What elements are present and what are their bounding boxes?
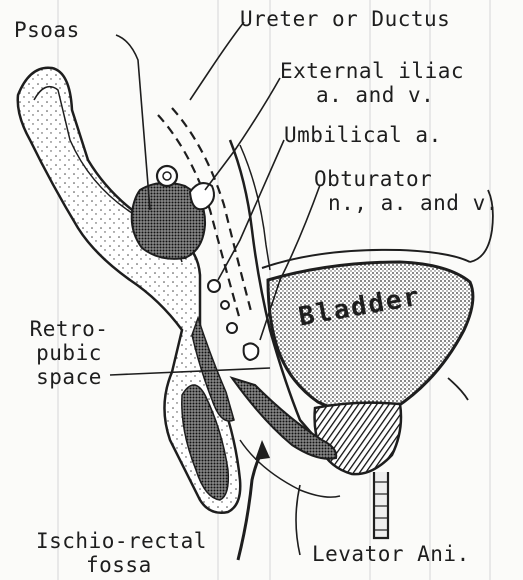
bladder-ligament-lower [448,378,468,400]
umbilical-artery [208,280,220,292]
label-levator-ani: Levator Ani. [312,543,470,565]
label-psoas: Psoas [14,19,80,41]
obturator-artery [227,323,237,333]
external-iliac-artery-lumen [163,172,171,180]
label-ischiorectal-2: fossa [86,554,152,576]
external-iliac-vein [190,183,214,209]
bladder [268,262,473,413]
psoas-leader [116,35,150,210]
label-retropubic-3: space [26,366,112,388]
label-ureter: Ureter or Ductus [240,8,450,30]
label-retropubic-1: Retro- [26,318,112,340]
ureter-leader [190,22,244,100]
label-obturator-1: Obturator [314,168,432,190]
label-external-iliac-2: a. and v. [316,84,434,106]
ischiorectal-arrow-head [255,440,270,460]
obturator-vein [244,343,259,360]
label-umbilical: Umbilical a. [284,124,442,146]
label-ischiorectal-1: Ischio-rectal [36,530,207,552]
prostate [315,403,401,475]
umbilical-leader [218,140,284,280]
obturator-nerve [221,301,229,309]
label-external-iliac-1: External iliac [280,60,464,82]
label-retropubic-2: pubic [26,342,112,364]
ischiorectal-arrow-shaft [238,452,262,560]
levator-leader [296,485,300,555]
label-obturator-2: n., a. and v. [328,192,499,214]
